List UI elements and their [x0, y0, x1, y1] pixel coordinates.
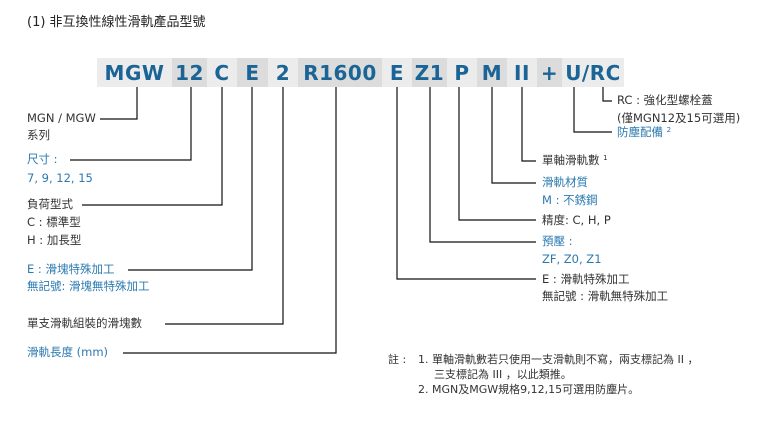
- rc-line1: RC : 強化型螺栓蓋: [617, 93, 713, 107]
- footnote-1: 1: [603, 154, 608, 162]
- notes-label: 註 :: [388, 353, 407, 366]
- label-rails: 單軸滑軌數 1: [542, 152, 608, 169]
- rails-line1: 單軸滑軌數: [542, 153, 600, 167]
- code-material: M: [477, 58, 507, 87]
- label-block-e: E : 滑塊特殊加工 無記號: 滑塊無特殊加工: [27, 261, 150, 295]
- code-series: MGW: [97, 58, 172, 87]
- leader-length: [123, 87, 337, 354]
- load-line2: C : 標準型: [27, 215, 81, 229]
- leader-material: [491, 87, 536, 184]
- label-rc: RC : 強化型螺栓蓋 (僅MGN12及15可選用): [617, 92, 740, 127]
- material-line1: 滑軌材質: [542, 175, 588, 189]
- rc-line2: (僅MGN12及15可選用): [617, 111, 741, 125]
- leader-load: [82, 87, 223, 206]
- code-size: 12: [172, 58, 207, 87]
- footnote-2: 2: [666, 126, 672, 134]
- note-2: 2. MGN及MGW規格9,12,15可選用防塵片。: [418, 383, 640, 396]
- leader-preload: [429, 87, 536, 243]
- rail-e-line1: E : 滑軌特殊加工: [542, 272, 630, 286]
- load-line3: H : 加長型: [27, 233, 82, 247]
- label-preload: 預壓 : ZF, Z0, Z1: [542, 233, 602, 268]
- code-dust: U/RC: [562, 58, 624, 87]
- label-dust: 防塵配備 2: [617, 124, 671, 141]
- size-line1: 尺寸 :: [27, 152, 58, 166]
- label-rail-e: E : 滑軌特殊加工 無記號 : 滑軌無特殊加工: [542, 271, 668, 305]
- section-title: (1) 非互換性線性滑軌產品型號: [27, 15, 206, 30]
- note-1-line1: 1. 單軸滑軌數若只使用一支滑軌則不寫，兩支標記為 II ，: [418, 353, 699, 366]
- precision-line1: 精度: C, H, P: [542, 213, 611, 227]
- label-precision: 精度: C, H, P: [542, 212, 611, 229]
- material-line2: M : 不銹鋼: [542, 193, 598, 207]
- blocks-line1: 單支滑軌組裝的滑塊數: [27, 316, 142, 330]
- code-precision: P: [447, 58, 477, 87]
- code-rails: II: [507, 58, 537, 87]
- code-preload: Z1: [412, 58, 447, 87]
- leader-rail-e: [396, 87, 536, 280]
- dust-line1: 防塵配備: [617, 125, 663, 139]
- code-plus: +: [537, 58, 562, 87]
- rail-e-line2: 無記號 : 滑軌無特殊加工: [542, 289, 669, 303]
- block-e-line2: 無記號: 滑塊無特殊加工: [27, 279, 150, 293]
- block-e-line1: E : 滑塊特殊加工: [27, 262, 115, 276]
- code-block-e: E: [237, 58, 268, 87]
- size-line2: 7, 9, 12, 15: [27, 171, 93, 185]
- leader-series: [100, 87, 138, 120]
- leader-dust: [573, 87, 612, 133]
- code-load: C: [207, 58, 237, 87]
- code-length: R1600: [298, 58, 382, 87]
- leader-rc: [602, 87, 612, 102]
- preload-line1: 預壓 :: [542, 234, 573, 248]
- leader-block-e: [128, 87, 253, 271]
- code-rail-e: E: [382, 58, 412, 87]
- label-blocks: 單支滑軌組裝的滑塊數: [27, 315, 142, 332]
- label-load: 負荷型式 C : 標準型 H : 加長型: [27, 196, 81, 249]
- preload-line2: ZF, Z0, Z1: [542, 252, 602, 266]
- label-material: 滑軌材質 M : 不銹鋼: [542, 174, 598, 209]
- leader-size: [70, 87, 192, 161]
- load-line1: 負荷型式: [27, 197, 73, 211]
- series-line1: MGN / MGW: [27, 111, 96, 125]
- label-series: MGN / MGW 系列: [27, 110, 96, 144]
- code-blocks: 2: [268, 58, 298, 87]
- note-1-line2: 三支標記為 III ，以此類推。: [434, 368, 572, 381]
- length-line1: 滑軌長度 (mm): [27, 345, 109, 359]
- leader-rails: [521, 87, 536, 162]
- label-length: 滑軌長度 (mm): [27, 344, 108, 361]
- leader-precision: [458, 87, 536, 221]
- label-size: 尺寸 : 7, 9, 12, 15: [27, 151, 93, 187]
- series-line2: 系列: [27, 128, 50, 142]
- leader-blocks: [165, 87, 284, 325]
